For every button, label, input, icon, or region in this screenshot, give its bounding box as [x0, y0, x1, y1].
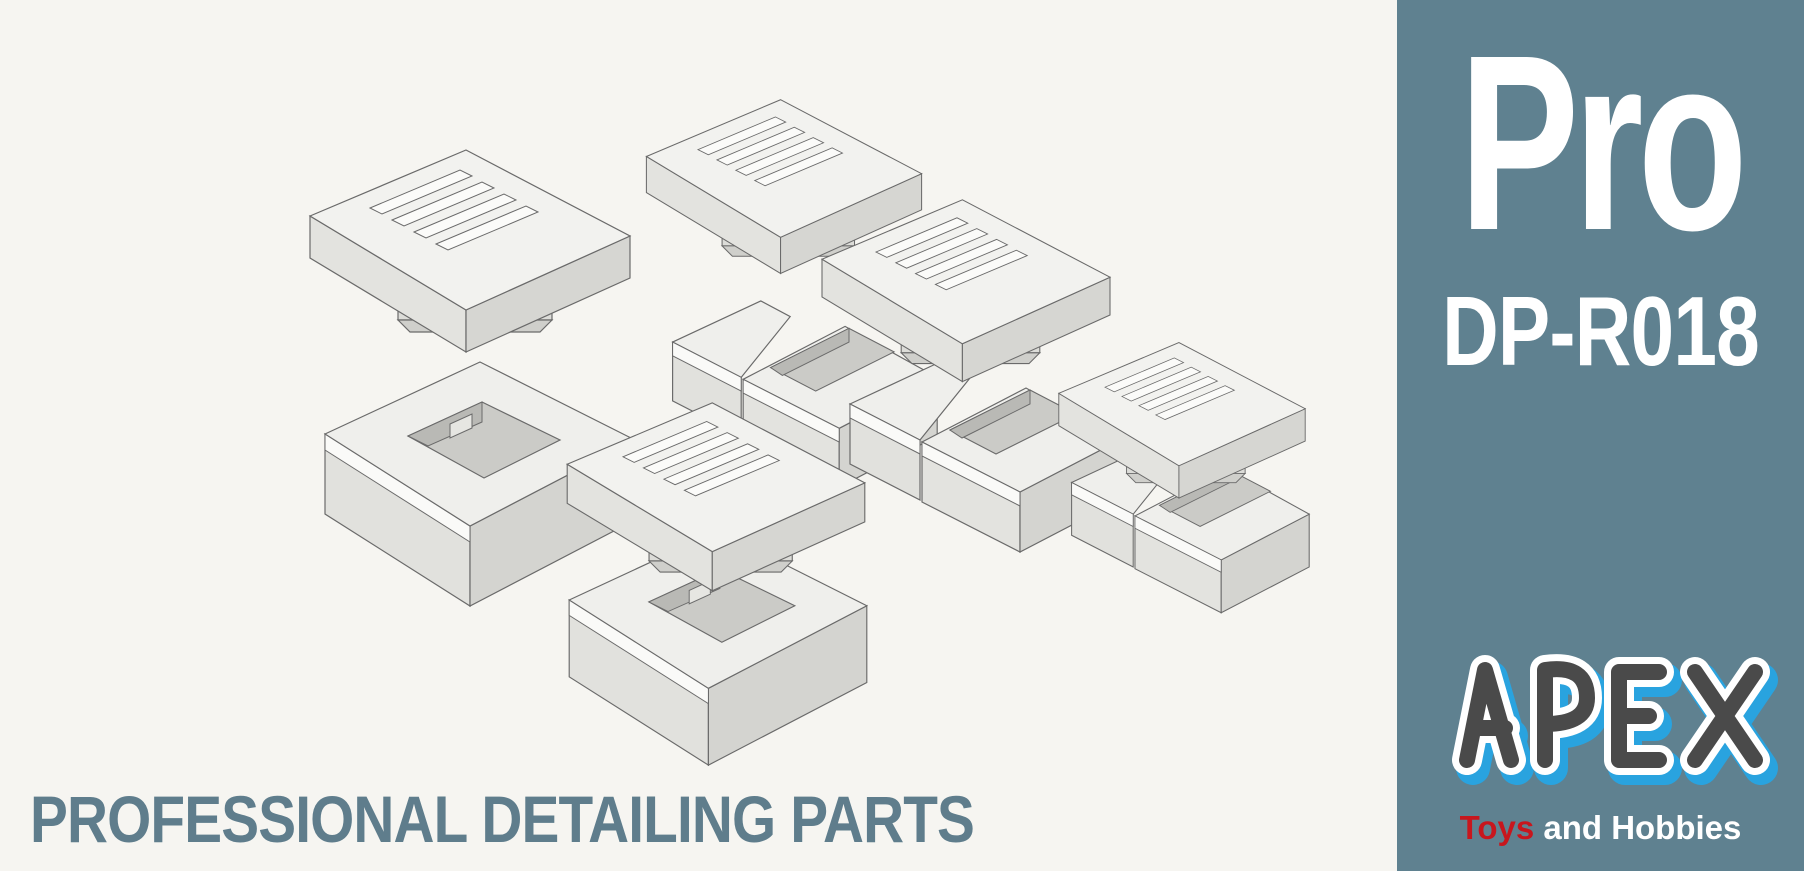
- detailing-parts-render: [309, 99, 1310, 766]
- brand-tagline: Toys and Hobbies: [1397, 808, 1804, 848]
- apex-logo: [1452, 654, 1778, 785]
- product-stage: PROFESSIONAL DETAILING PARTS: [30, 99, 1310, 856]
- product-line-title: Pro: [1459, 3, 1748, 282]
- product-code: DP-R018: [1442, 276, 1760, 386]
- brand-tagline-rest: and Hobbies: [1543, 809, 1742, 846]
- brand-tagline-toys: Toys: [1459, 809, 1535, 846]
- brand-panel: Pro DP-R018: [1397, 0, 1804, 871]
- tagline-headline: PROFESSIONAL DETAILING PARTS: [30, 782, 975, 856]
